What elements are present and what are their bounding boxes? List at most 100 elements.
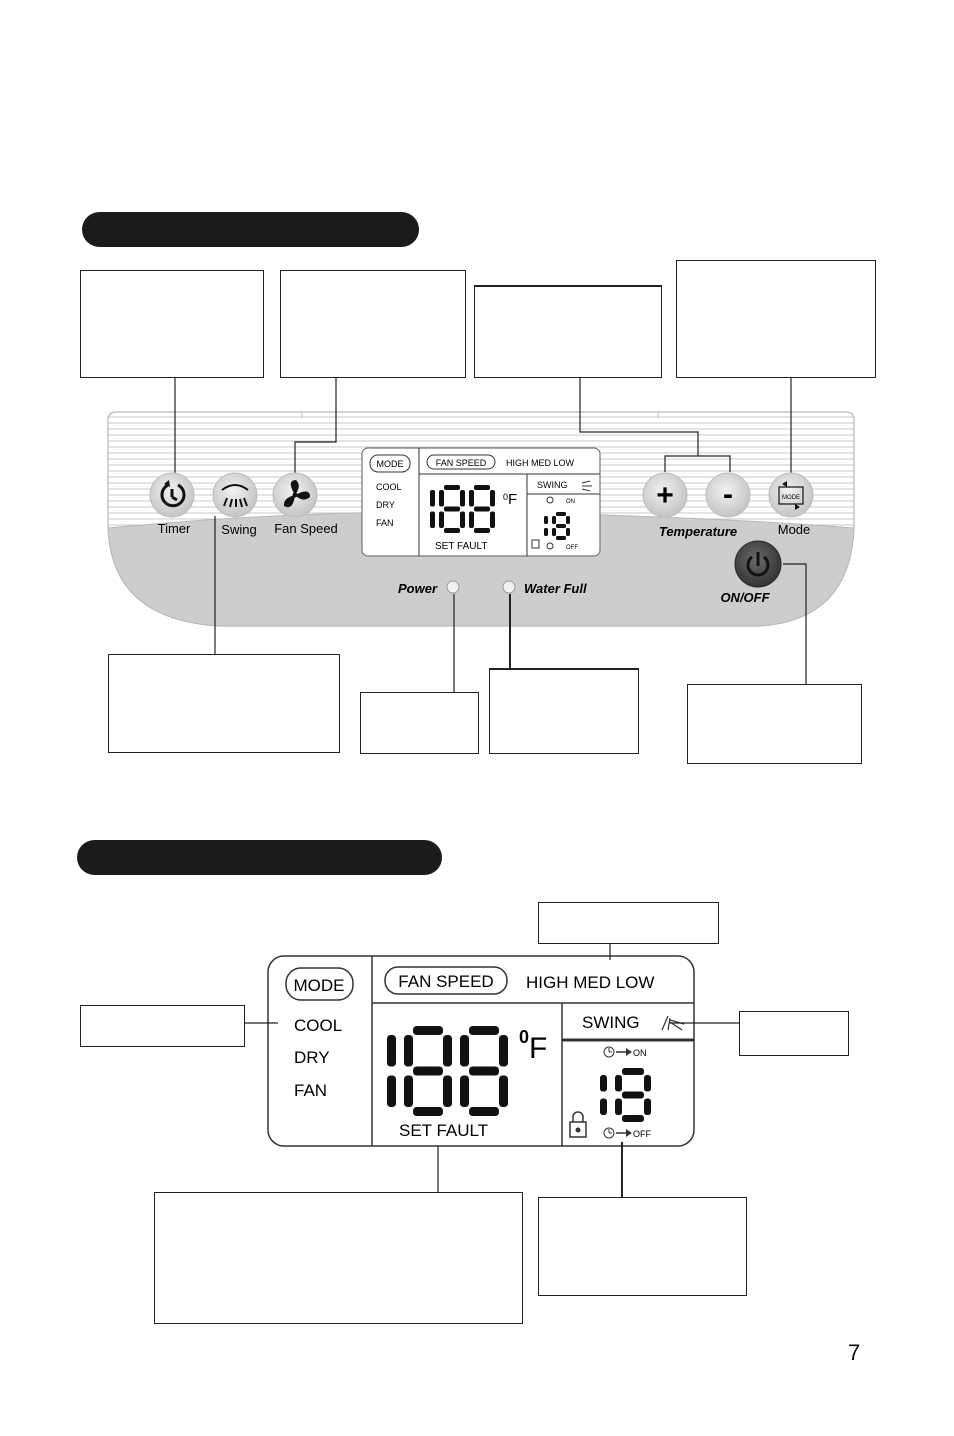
lcd-segment xyxy=(430,490,435,507)
on-off-callout-box xyxy=(687,684,862,764)
mode-dry: DRY xyxy=(294,1048,330,1067)
swing-label: Swing xyxy=(221,522,256,537)
swing-button[interactable] xyxy=(212,472,258,518)
timer-off-indicator: OFF xyxy=(603,1127,651,1139)
on-off-button[interactable] xyxy=(734,540,782,588)
leader-lines-top xyxy=(174,378,807,692)
svg-text:F: F xyxy=(508,491,517,508)
timer-digits xyxy=(600,1068,651,1122)
fan-speed-badge-label: FAN SPEED xyxy=(398,972,493,991)
control-panel-section-header xyxy=(82,212,419,247)
lcd-segment xyxy=(474,506,490,512)
lcd-segment xyxy=(430,511,435,528)
svg-text:SWING: SWING xyxy=(537,480,568,490)
mode-label: Mode xyxy=(778,522,811,537)
svg-text:FAN SPEED: FAN SPEED xyxy=(436,458,487,468)
lcd-segment xyxy=(443,1035,452,1067)
lcd-segment xyxy=(622,1091,644,1099)
timer-button[interactable] xyxy=(149,472,195,518)
swing-callout-box xyxy=(108,654,340,753)
set-fault-label: SET FAULT xyxy=(399,1121,488,1140)
svg-text:OFF: OFF xyxy=(566,545,578,551)
lcd-segment xyxy=(552,528,556,536)
lcd-segment xyxy=(439,490,444,507)
water-full-callout-box xyxy=(489,668,639,754)
lcd-segment xyxy=(444,528,460,533)
on-off-label: ON/OFF xyxy=(720,590,770,605)
lcd-segment xyxy=(413,1066,443,1076)
lcd-segment xyxy=(615,1075,622,1092)
fan-speed-label: Fan Speed xyxy=(274,521,338,536)
large-lcd-display: MODE COOL DRY FAN FAN SPEED HIGH MED LOW… xyxy=(267,955,695,1147)
unit-fahrenheit: F xyxy=(529,1032,547,1065)
lcd-segment xyxy=(444,485,460,490)
timer-callout-box xyxy=(80,270,264,378)
lcd-segment xyxy=(469,1026,499,1035)
display-section-header xyxy=(77,840,442,875)
clock-icon xyxy=(160,480,186,508)
fan-speed-levels: HIGH MED LOW xyxy=(526,973,654,992)
fan-speed-badge xyxy=(384,966,508,995)
svg-text:0: 0 xyxy=(503,492,508,502)
lcd-segment xyxy=(600,1098,607,1115)
fan-icon xyxy=(283,480,310,508)
svg-text:ON: ON xyxy=(633,1048,647,1058)
timer-on-indicator: ON xyxy=(603,1046,647,1058)
lcd-segment xyxy=(600,1075,607,1092)
lcd-segment xyxy=(474,528,490,533)
lcd-segment xyxy=(387,1035,396,1067)
fan-speed-button[interactable] xyxy=(272,472,318,518)
svg-text:MODE: MODE xyxy=(377,459,404,469)
fan-speed-callout-box xyxy=(280,270,466,378)
degree-symbol: 0 xyxy=(519,1027,529,1047)
lock-icon xyxy=(569,1111,587,1138)
timer-label: Timer xyxy=(158,521,191,536)
lcd-segment xyxy=(556,512,566,516)
temperature-up-button[interactable]: + xyxy=(642,472,688,518)
power-indicator-label: Power xyxy=(398,581,438,596)
small-timer-digits xyxy=(544,512,570,540)
lcd-segment xyxy=(474,485,490,490)
mode-cool: COOL xyxy=(294,1016,342,1035)
temperature-down-button[interactable]: - xyxy=(705,472,751,518)
swing-indicator-label: SWING xyxy=(582,1013,640,1032)
lcd-segment xyxy=(622,1068,644,1075)
temperature-label: Temperature xyxy=(659,524,737,539)
lcd-segment xyxy=(404,1075,413,1107)
small-lcd-display: MODE COOL DRY FAN FAN SPEED HIGH MED LOW… xyxy=(361,447,601,557)
svg-text:HIGH MED LOW: HIGH MED LOW xyxy=(506,458,575,468)
mode-badge-label: MODE xyxy=(294,976,345,995)
lcd-segment xyxy=(499,1075,508,1107)
mode-callout-box xyxy=(676,260,876,378)
lcd-segment xyxy=(413,1107,443,1116)
temperature-digits xyxy=(387,1026,508,1116)
mode-cycle-icon: MODE xyxy=(778,481,804,510)
mode-fan: FAN xyxy=(294,1081,327,1100)
swing-icon xyxy=(221,484,249,508)
lcd-segment xyxy=(469,490,474,507)
lcd-segment xyxy=(443,1075,452,1107)
lcd-segment xyxy=(552,516,556,524)
fan-speed-indicator-callout-box xyxy=(538,902,719,944)
lcd-segment xyxy=(460,490,465,507)
svg-text:OFF: OFF xyxy=(633,1129,651,1139)
lcd-segment xyxy=(490,511,495,528)
lcd-segment xyxy=(469,511,474,528)
water-full-indicator-light xyxy=(502,580,516,594)
power-callout-box xyxy=(360,692,479,754)
lcd-segment xyxy=(490,490,495,507)
lcd-segment xyxy=(387,1075,396,1107)
mode-button[interactable]: MODE xyxy=(768,472,814,518)
svg-text:ON: ON xyxy=(566,499,575,505)
power-icon xyxy=(746,552,770,577)
lcd-segment xyxy=(644,1075,651,1092)
svg-text:COOL: COOL xyxy=(376,482,402,492)
minus-icon: - xyxy=(723,478,733,511)
lcd-segment xyxy=(460,1075,469,1107)
lcd-segment xyxy=(469,1066,499,1076)
lcd-segment xyxy=(544,528,548,536)
temperature-display-callout-box xyxy=(154,1192,523,1324)
mode-indicator-callout-box xyxy=(80,1005,245,1047)
power-indicator-light xyxy=(446,580,460,594)
